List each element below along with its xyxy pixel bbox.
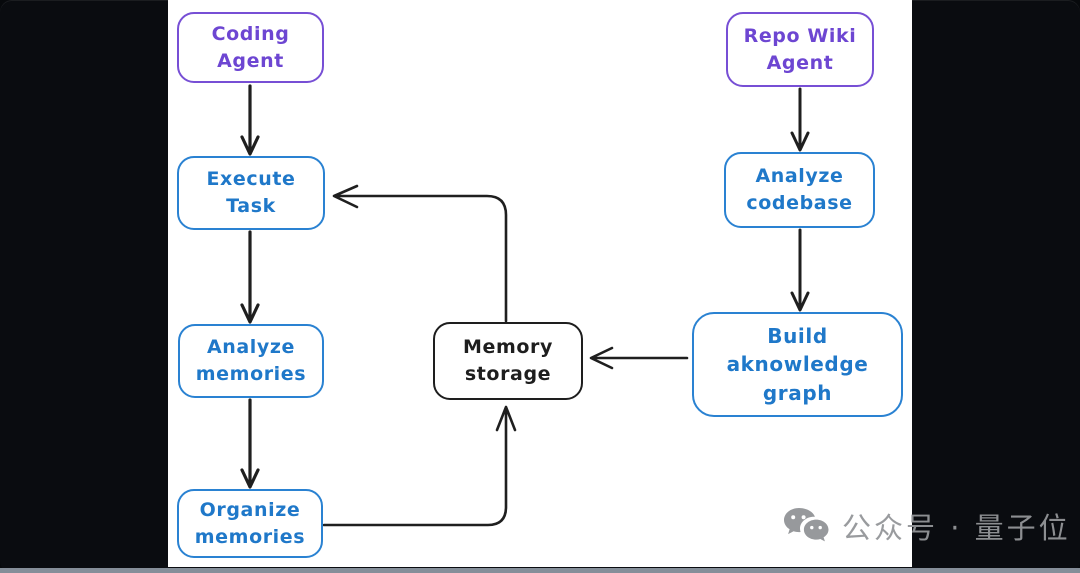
slide-canvas <box>168 0 912 567</box>
node-organize-memories: Organize memories <box>177 489 323 558</box>
node-repo-wiki-agent: Repo Wiki Agent <box>726 12 874 87</box>
arrow-organize-to-memory <box>322 405 517 527</box>
arrow-coding-to-execute <box>240 84 260 156</box>
watermark-text: 公众号 · 量子位 <box>842 511 1071 545</box>
arrow-analyze-codebase-to-build <box>790 228 810 312</box>
node-analyze-codebase: Analyze codebase <box>724 152 875 228</box>
node-coding-agent: Coding Agent <box>177 12 324 83</box>
node-build-knowledge-graph: Build aknowledge graph <box>692 312 903 417</box>
arrow-analyze-memories-to-organize <box>240 398 260 489</box>
arrow-memory-to-execute <box>332 184 508 323</box>
node-analyze-memories: Analyze memories <box>178 324 324 398</box>
wechat-icon <box>784 508 829 542</box>
node-execute-task: Execute Task <box>177 156 325 230</box>
arrow-build-to-memory <box>589 346 689 370</box>
bottom-edge-line <box>0 568 1080 573</box>
arrow-repo-to-analyze-codebase <box>790 87 810 152</box>
node-memory-storage: Memory storage <box>433 322 583 400</box>
watermark: 公众号 · 量子位 <box>782 502 1071 550</box>
arrow-execute-to-analyze-memories <box>240 230 260 324</box>
